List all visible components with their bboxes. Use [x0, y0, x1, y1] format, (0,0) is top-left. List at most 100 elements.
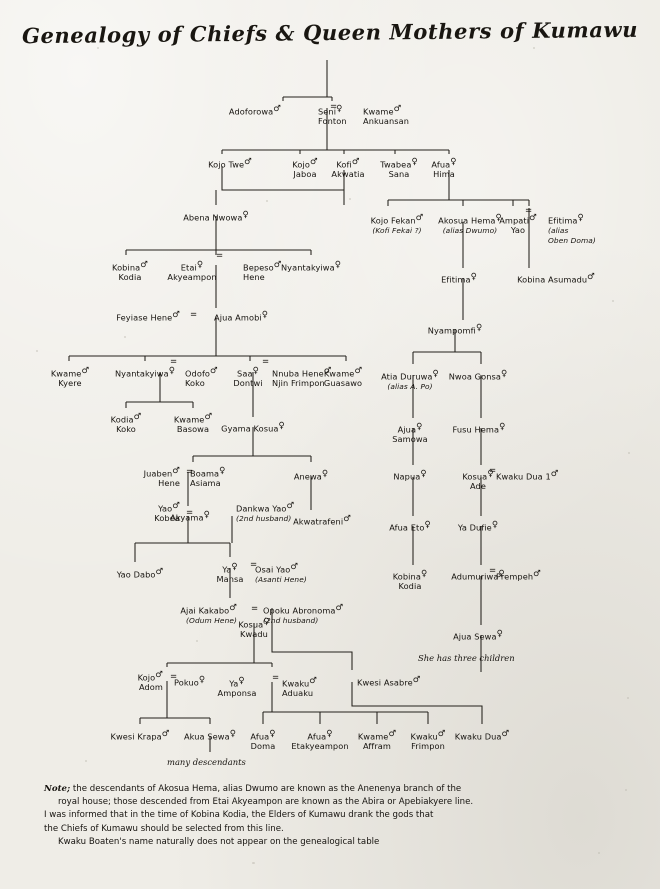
person-name-line: Adoforowa♂	[228, 104, 281, 117]
person-akosua_hema: Akosua Hema♀(alias Dwumo)	[438, 214, 502, 236]
person-name-line: Fonton	[318, 116, 347, 127]
male-symbol-icon: ♂	[388, 729, 397, 739]
person-name-line: Kwadu	[240, 629, 268, 640]
male-symbol-icon: ♂	[412, 675, 421, 685]
person-kwesi_asabre: Kwesi Asabre♂	[357, 676, 420, 688]
footnote-line: Note; the descendants of Akosua Hema, al…	[44, 783, 636, 796]
person-name-line: Kojo Twe♂	[208, 157, 252, 170]
person-kwaku_dua_2: Kwaku Dua♂	[455, 730, 510, 742]
person-kwesi_krapa: Kwesi Krapa♂	[110, 730, 169, 742]
person-name-line: Aduaku	[282, 688, 314, 699]
person-ya_dufie: Ya Dufie♀	[458, 521, 498, 533]
person-name-line: Njin Frimpon	[272, 378, 325, 389]
person-name-line: Osai Yao♂	[255, 562, 299, 575]
female-symbol-icon: ♀	[238, 676, 245, 686]
person-name-line: Yao	[510, 225, 526, 236]
person-name-line: Mansa	[216, 574, 244, 585]
person-name-line: Feyiase Hene♂	[116, 310, 180, 323]
person-nnuba_hene: Nnuba Hene♂Njin Frimpon	[272, 367, 331, 389]
person-etai_akyeampon: Etai♀Akyeampon	[167, 261, 216, 283]
person-name-line: Kobina Asumadu♂	[517, 272, 595, 285]
female-symbol-icon: ♀	[500, 369, 508, 379]
footnote-line: I was informed that in the time of Kobin…	[44, 810, 434, 821]
marriage-symbol-10: =	[250, 560, 258, 570]
male-symbol-icon: ♂	[286, 501, 295, 511]
person-name-line: Nyantakyiwa♀	[114, 366, 176, 379]
person-kojo_jaboa: Kojo♂Jaboa	[292, 158, 317, 180]
person-name-line: Akua Sewa♀	[183, 729, 237, 742]
person-kofi_akwatia: Kofi♂Akwatia	[331, 158, 364, 180]
male-symbol-icon: ♂	[133, 412, 142, 422]
male-symbol-icon: ♂	[437, 729, 446, 739]
marriage-symbol-1: =	[216, 251, 224, 261]
person-name-line: Samowa	[392, 434, 428, 445]
person-kwame_ankuansan: Kwame♂Ankuansan	[363, 105, 409, 127]
male-symbol-icon: ♂	[587, 272, 595, 282]
person-feyiase_hene: Feyiase Hene♂	[116, 311, 180, 323]
male-symbol-icon: ♂	[393, 104, 402, 114]
person-name-line: Afua Eto♀	[389, 520, 431, 533]
person-adoforowa: Adoforowa♂	[229, 105, 281, 117]
inline-note-many-descendants: many descendants	[167, 757, 246, 767]
person-nyampomfi: Nyampomfi♀	[428, 324, 483, 336]
person-name-line: Prempeh♂	[496, 569, 541, 582]
male-symbol-icon: ♂	[501, 729, 510, 739]
person-name-line: Kojo Fekan♂	[370, 213, 424, 226]
person-atia_duruwa: Atia Duruwa♀(alias A. Po)	[381, 370, 439, 392]
male-symbol-icon: ♂	[229, 603, 237, 613]
female-symbol-icon: ♀	[203, 510, 210, 520]
female-symbol-icon: ♀	[261, 310, 269, 320]
person-name-line: Anewa♀	[293, 469, 329, 482]
marriage-symbol-9: =	[489, 566, 497, 576]
person-alias: (alias A. Po)	[387, 382, 433, 392]
person-opoku_abronoma: Opoku Abronoma♂(2nd husband)	[263, 604, 343, 626]
person-name-line: Koko	[116, 424, 136, 435]
female-symbol-icon: ♀	[326, 729, 333, 739]
person-alias: (alias Dwumo)	[442, 226, 498, 236]
female-symbol-icon: ♀	[334, 260, 342, 270]
person-kojo_fekan: Kojo Fekan♂(Kofi Fekai ?)	[371, 214, 424, 236]
female-symbol-icon: ♀	[420, 569, 428, 579]
person-dankwa_yao: Dankwa Yao♂(2nd husband)	[236, 502, 294, 524]
male-symbol-icon: ♂	[335, 603, 344, 613]
person-osai_yao: Osai Yao♂(Asanti Hene)	[255, 563, 307, 585]
female-symbol-icon: ♀	[411, 157, 418, 167]
female-symbol-icon: ♀	[269, 729, 276, 739]
person-kobina_kodia_2: Kobina♀Kodia	[393, 570, 428, 592]
male-symbol-icon: ♂	[309, 157, 318, 167]
male-symbol-icon: ♂	[155, 567, 164, 577]
marriage-symbol-7: =	[186, 508, 194, 518]
female-symbol-icon: ♀	[491, 520, 499, 530]
person-ajua_samowa: Ajua♀Samowa	[392, 423, 428, 445]
person-name-line: Basowa	[176, 424, 210, 435]
person-alias: (2nd husband)	[236, 514, 292, 524]
person-name-line: Akwatia	[331, 169, 365, 180]
person-efitima_2: Efitima♀	[441, 273, 477, 285]
person-name-line: Nwoa Gonsa♀	[448, 369, 508, 382]
person-saa_dontwi: Saa♀Dontwi	[233, 367, 262, 389]
person-alias: (alias	[548, 226, 569, 236]
person-name-line: Kwesi Krapa♂	[110, 729, 170, 742]
page-title: Genealogy of Chiefs & Queen Mothers of K…	[21, 16, 639, 49]
person-boama_asiama: Boama♀Asiama	[190, 467, 225, 489]
marriage-symbol-12: =	[170, 672, 178, 682]
person-anewa: Anewa♀	[294, 470, 328, 482]
male-symbol-icon: ♂	[172, 501, 180, 511]
person-name-line: Napua♀	[393, 469, 427, 482]
person-name-line: Guasawo	[323, 378, 363, 389]
marriage-symbol-5: =	[262, 357, 270, 367]
person-afua_hima: Afua♀Hima	[431, 158, 456, 180]
person-alias: (2nd husband)	[263, 616, 319, 626]
person-name-line: Jaboa	[293, 169, 317, 180]
person-name-line: Abena Nwowa♀	[183, 210, 249, 223]
person-name-line: Kwaku Dua 1♂	[496, 469, 559, 482]
person-kodia_koko: Kodia♂Koko	[111, 413, 142, 435]
marriage-symbol-6: =	[186, 467, 194, 477]
person-fusu_hema: Fusu Hema♀	[453, 423, 506, 435]
person-name-line: Nyantakyiwa♀	[280, 260, 342, 273]
person-name-line: Ajua Amobi♀	[214, 310, 269, 323]
marriage-symbol-11: =	[251, 604, 259, 614]
person-abena_nwowa: Abena Nwowa♀	[183, 211, 249, 223]
person-kwame_basowa: Kwame♂Basowa	[174, 413, 212, 435]
